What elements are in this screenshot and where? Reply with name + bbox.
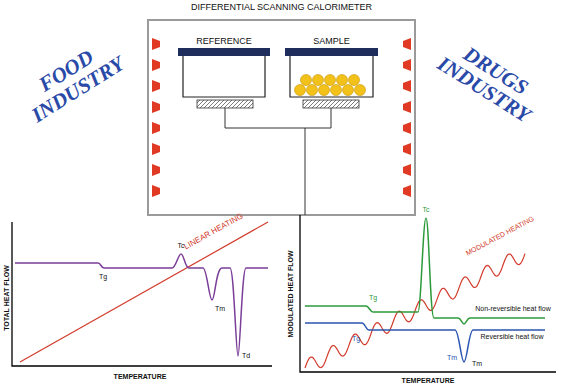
transition-label: Tm	[447, 354, 457, 362]
reference-pan	[183, 56, 265, 97]
sample-material	[295, 75, 366, 96]
reference-lid	[178, 48, 270, 56]
total-heat-flow-curve	[15, 254, 268, 356]
sample-pan	[290, 56, 373, 97]
sample-lid	[285, 48, 378, 56]
transition-label: Tg	[369, 294, 377, 302]
curve-label: LINEAR HEATING	[183, 212, 245, 252]
sample-pan-box: SAMPLE	[285, 36, 378, 112]
left-axes	[12, 222, 272, 366]
node-heading: REFERENCE	[178, 36, 270, 46]
reference-sensor	[197, 100, 253, 108]
reversible-curve	[305, 323, 545, 362]
sample-sensor	[303, 100, 359, 108]
transition-label: Td	[242, 352, 250, 360]
node-heading: DIFFERENTIAL SCANNING CALORIMETER	[148, 2, 415, 12]
linear-heating-line	[20, 222, 268, 362]
transition-label: Tc	[178, 242, 185, 250]
instrument-housing	[148, 20, 415, 215]
axis-label: TOTAL HEAT FLOW	[3, 265, 11, 331]
transition-label: Tg	[352, 335, 360, 343]
axis-label: TEMPERATURE	[402, 377, 455, 385]
curve-legend-text: Non-reversible heat flow	[474, 305, 551, 313]
curve-label: MODULATED HEATING	[465, 215, 536, 257]
transition-label: Tg	[99, 273, 107, 281]
right-axes	[300, 215, 556, 372]
transition-label: Tm	[215, 305, 225, 313]
industry-label: DRUGS INDUSTRY	[427, 30, 552, 131]
curve-legend-text: Reversible heat flow	[479, 333, 544, 341]
sensor-wires	[225, 108, 331, 215]
heaters	[152, 38, 411, 197]
node-heading: SAMPLE	[285, 36, 378, 46]
instrument-box: DIFFERENTIAL SCANNING CALORIMETER REFEREN…	[148, 2, 415, 215]
axis-label: MODULATED HEAT FLOW	[287, 250, 295, 337]
reference-pan-box: REFERENCE	[178, 36, 270, 112]
industry-label: FOOD INDUSTRY	[14, 32, 131, 128]
transition-label: Tm	[472, 360, 482, 368]
axis-label: TEMPERATURE	[114, 373, 167, 381]
transition-label: Tc	[423, 206, 430, 214]
